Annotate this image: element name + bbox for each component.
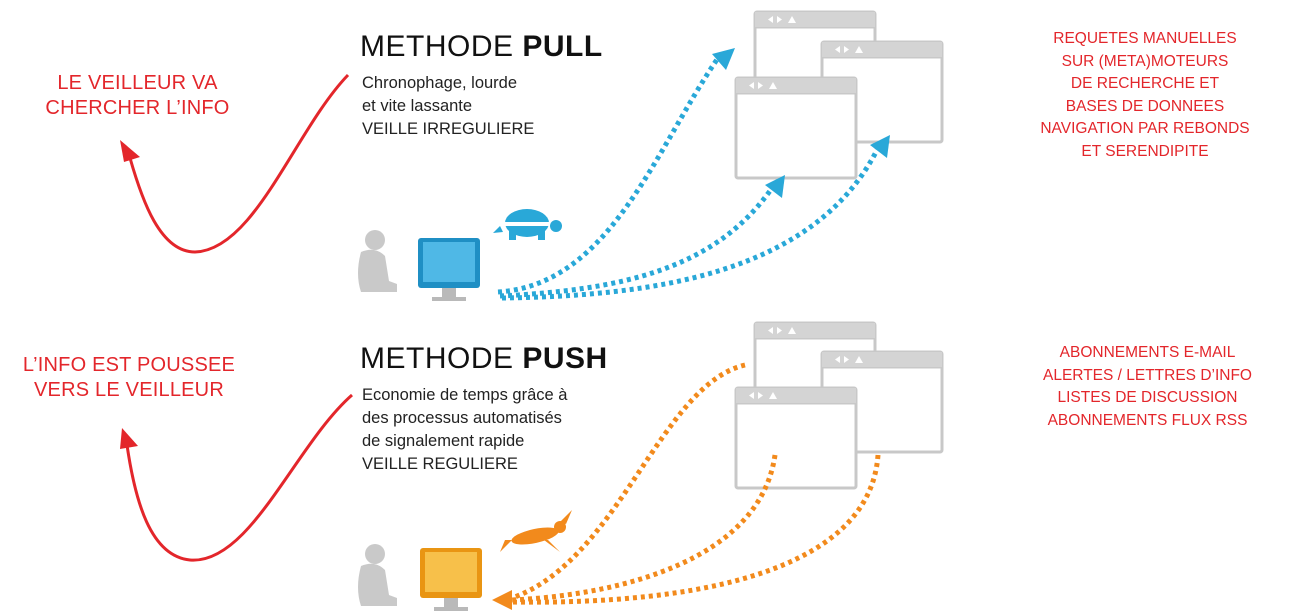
- push-side-label-line: L’INFO EST POUSSEE: [22, 354, 236, 376]
- pull-monitor-icon: [418, 238, 480, 301]
- pull-web-sources: [734, 10, 944, 180]
- pull-curve-arrow: [120, 73, 350, 254]
- push-monitor-icon: [420, 548, 482, 611]
- push-web-sources: [734, 321, 944, 490]
- push-description-line: VEILLE REGULIERE: [362, 455, 518, 473]
- pull-side-label-line: LE VEILLEUR VA: [57, 72, 218, 94]
- push-source-line: ABONNEMENTS FLUX RSS: [1047, 411, 1248, 429]
- push-description-line: Economie de temps grâce à: [362, 386, 568, 404]
- push-person-icon: [358, 544, 397, 606]
- push-source-line: LISTES DE DISCUSSION: [1057, 389, 1238, 406]
- pull-arrow-heads: [712, 48, 890, 198]
- pull-side-label-line: CHERCHER L’INFO: [45, 97, 230, 119]
- hare-icon: [500, 510, 572, 552]
- push-curve-arrow: [120, 393, 353, 562]
- push-side-label-line: VERS LE VEILLEUR: [34, 379, 224, 401]
- pull-source-line: SUR (META)MOTEURS: [1061, 52, 1229, 70]
- push-source-line: ALERTES / LETTRES D’INFO: [1042, 366, 1252, 384]
- push-title-light: METHODE: [360, 342, 523, 375]
- push-description: Economie de temps grâce à des processus …: [362, 384, 567, 476]
- pull-title-bold: PULL: [522, 30, 603, 63]
- push-description-line: des processus automatisés: [362, 409, 562, 427]
- pull-source-line: DE RECHERCHE ET: [1070, 75, 1220, 92]
- pull-person-icon: [358, 230, 397, 292]
- pull-description: Chronophage, lourde et vite lassante VEI…: [362, 72, 534, 141]
- pull-side-label: LE VEILLEUR VA CHERCHER L’INFO: [25, 71, 250, 121]
- push-title: METHODE PUSH: [360, 342, 608, 376]
- push-arrows: [511, 362, 881, 605]
- push-source-line: ABONNEMENTS E-MAIL: [1059, 344, 1236, 361]
- push-arrow-head: [492, 590, 512, 610]
- pull-arrows: [497, 56, 881, 301]
- pull-description-line: et vite lassante: [362, 97, 473, 115]
- push-side-label: L’INFO EST POUSSEE VERS LE VEILLEUR: [0, 353, 258, 403]
- pull-title-light: METHODE: [360, 30, 523, 63]
- pull-source-line: REQUETES MANUELLES: [1053, 30, 1237, 47]
- pull-source-line: NAVIGATION PAR REBONDS: [1040, 120, 1250, 137]
- push-description-line: de signalement rapide: [362, 432, 525, 450]
- pull-source-line: BASES DE DONNEES: [1065, 97, 1225, 115]
- turtle-icon: [493, 209, 562, 240]
- push-title-bold: PUSH: [522, 342, 608, 375]
- pull-title: METHODE PULL: [360, 30, 603, 64]
- pull-sources-text: REQUETES MANUELLES SUR (META)MOTEURS DE …: [1000, 28, 1290, 163]
- push-sources-text: ABONNEMENTS E-MAIL ALERTES / LETTRES D’I…: [1005, 342, 1290, 432]
- pull-description-line: VEILLE IRREGULIERE: [362, 120, 535, 138]
- pull-source-line: ET SERENDIPITE: [1081, 142, 1209, 160]
- pull-description-line: Chronophage, lourde: [362, 74, 518, 92]
